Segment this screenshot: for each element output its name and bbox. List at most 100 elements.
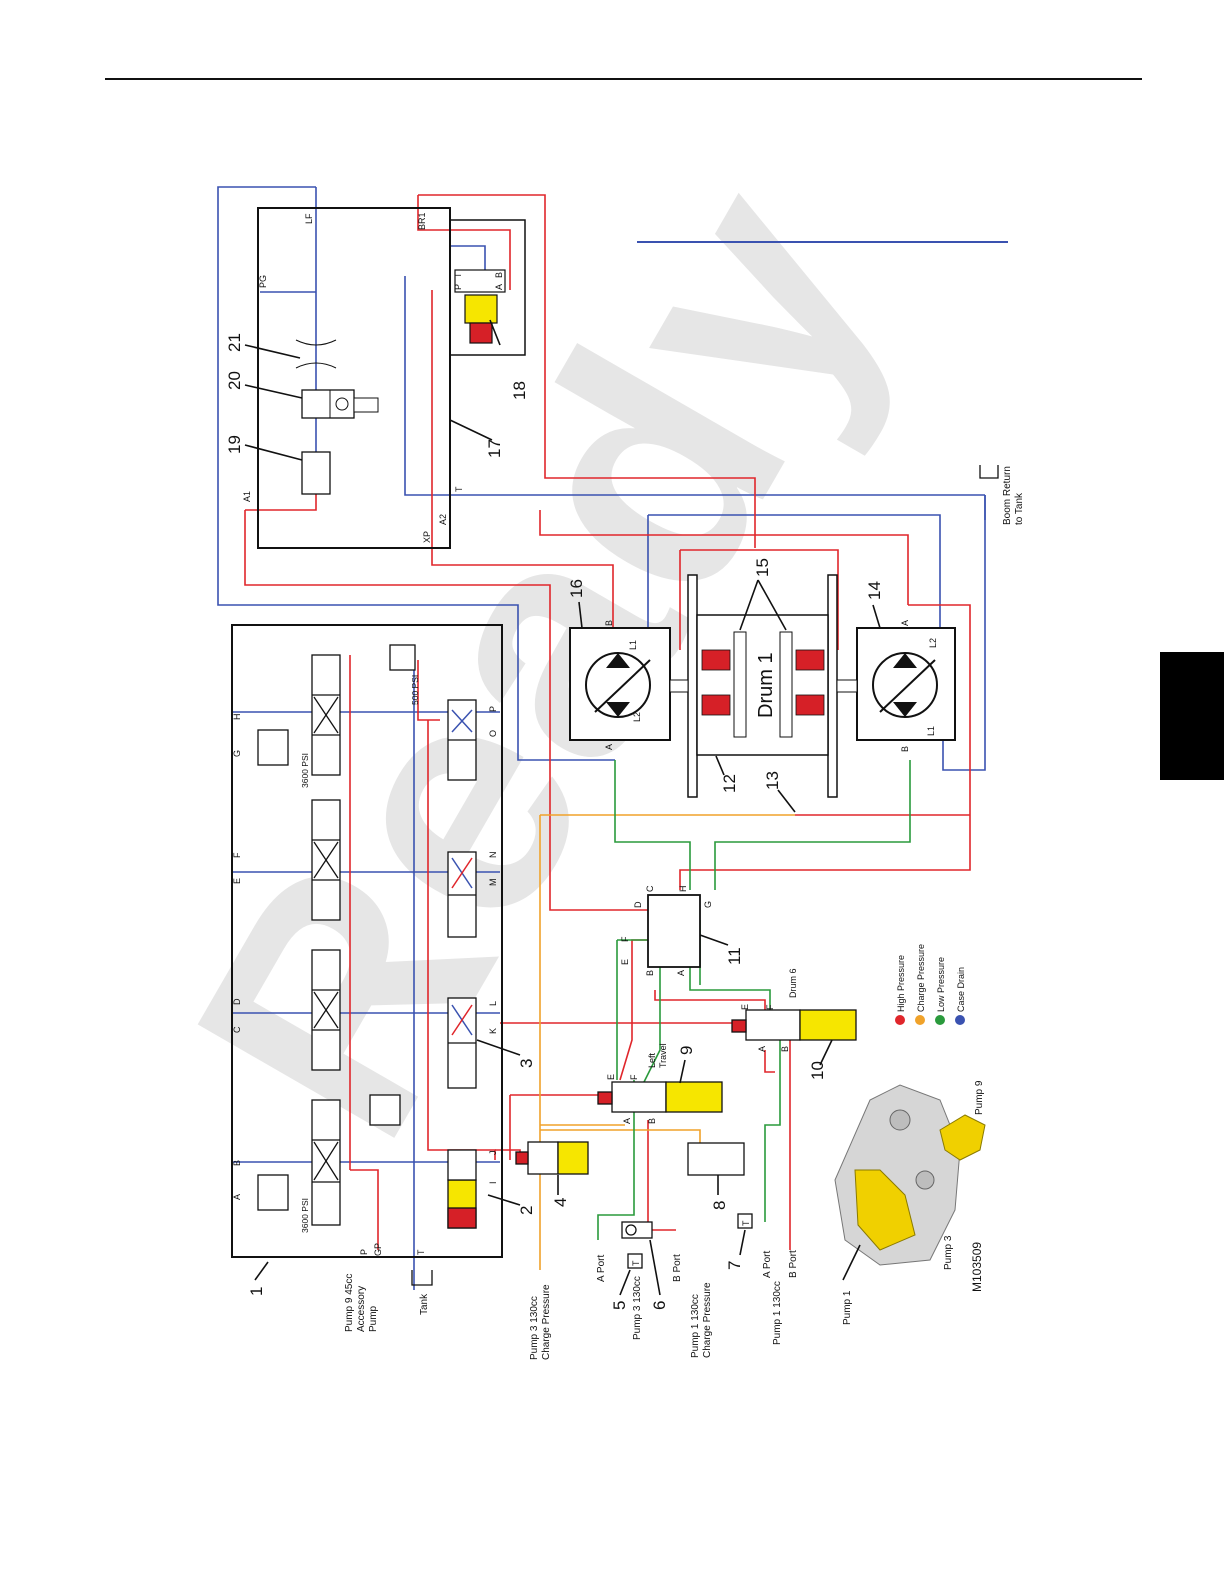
v10-port-B: B: [780, 1046, 790, 1052]
m11-port-A: A: [676, 970, 686, 976]
m11-port-C: C: [645, 885, 655, 892]
v9-port-F: F: [629, 1074, 639, 1080]
callout-21: 21: [225, 333, 244, 352]
valve18-port-T: T: [453, 272, 463, 278]
v9-port-E: E: [606, 1074, 616, 1080]
callout-10: 10: [808, 1061, 827, 1080]
header-rule: [105, 78, 1142, 80]
callout-15: 15: [753, 558, 772, 577]
callout-2: 2: [517, 1206, 536, 1215]
m11-port-G: G: [703, 901, 713, 908]
port-M: M: [488, 879, 498, 887]
relief-3600-upper: 3600 PSI: [300, 753, 310, 788]
callout-1: 1: [247, 1287, 266, 1296]
callout-3: 3: [517, 1059, 536, 1068]
brake-port-XP: XP: [422, 531, 432, 543]
m11-port-D: D: [633, 901, 643, 908]
port-F: F: [232, 852, 242, 858]
callout-7: 7: [725, 1261, 744, 1270]
callout-17: 17: [485, 439, 504, 458]
a-port-left: A Port: [596, 1255, 607, 1282]
brake-port-PG: PG: [258, 275, 268, 288]
drum-label: Drum 1: [755, 652, 777, 718]
pump9-label-1: Pump 9 45cc: [344, 1274, 355, 1332]
auxiliary-valves: [411, 465, 999, 1286]
port-GP: GP: [373, 1243, 383, 1256]
v10-drum6: Drum 6: [788, 968, 798, 998]
m11-port-B: B: [645, 970, 655, 976]
port-P-in: P: [359, 1249, 369, 1255]
legend-low: Low Pressure: [936, 957, 946, 1012]
relief-500: 500 PSI: [410, 675, 420, 705]
port-E: E: [232, 878, 242, 884]
pump1-charge-1: Pump 1 130cc: [690, 1294, 701, 1358]
v10-port-F: F: [765, 1004, 775, 1010]
v9-travel: Travel: [658, 1043, 668, 1068]
port-I: I: [488, 1181, 498, 1184]
photo-pump1: Pump 1: [842, 1290, 853, 1325]
brake-port-A1: A1: [242, 491, 252, 502]
valve18-port-P: P: [453, 284, 463, 290]
port-B: B: [232, 1160, 242, 1166]
callout-8: 8: [710, 1201, 729, 1210]
port-H: H: [232, 714, 242, 721]
drum-assembly: [569, 574, 956, 798]
photo-pump9: Pump 9: [974, 1080, 985, 1115]
callout-19: 19: [225, 435, 244, 454]
charge-pressure-lines: [539, 814, 795, 1270]
motor16-port-L2: L2: [632, 712, 642, 722]
valve18-port-B: B: [494, 272, 504, 278]
pump9-label-3: Pump: [368, 1305, 379, 1332]
m11-port-F: F: [620, 936, 630, 942]
brake-port-A2: A2: [438, 514, 448, 525]
leader-lines: [244, 319, 881, 1296]
legend-drain: Case Drain: [956, 967, 966, 1012]
motor16-port-A: A: [604, 744, 614, 750]
v10-port-E: E: [740, 1004, 750, 1010]
legend-high: High Pressure: [896, 955, 906, 1012]
port-G: G: [232, 750, 242, 757]
a-port-right: A Port: [762, 1251, 773, 1278]
pump3-charge-1: Pump 3 130cc: [529, 1296, 540, 1360]
pump9-label-2: Accessory: [356, 1286, 367, 1332]
motor16-port-B: B: [604, 620, 614, 626]
port-K: K: [488, 1028, 498, 1034]
callout-13: 13: [763, 771, 782, 790]
valve18-port-A: A: [494, 284, 504, 290]
brake-port-T: T: [454, 486, 464, 492]
brake-manifold: [257, 207, 526, 549]
port-C: C: [232, 1026, 242, 1033]
pump3-charge-2: Charge Pressure: [541, 1284, 552, 1360]
callout-16: 16: [567, 579, 586, 598]
motor14-port-B: B: [900, 746, 910, 752]
pump3-label: Pump 3 130cc: [632, 1276, 643, 1340]
v9-left: Left: [647, 1052, 657, 1068]
motor14-port-A: A: [900, 620, 910, 626]
port-L: L: [488, 1001, 498, 1006]
callout-5: 5: [610, 1301, 629, 1310]
legend-charge: Charge Pressure: [916, 944, 926, 1012]
port-T: T: [416, 1249, 426, 1255]
t7-label: T: [741, 1220, 751, 1226]
callout-9: 9: [677, 1046, 696, 1055]
boom-return-2: to Tank: [1014, 492, 1025, 525]
tank-label: Tank: [419, 1293, 430, 1315]
callout-6: 6: [650, 1301, 669, 1310]
boom-return-1: Boom Return: [1002, 466, 1013, 525]
callout-20: 20: [225, 371, 244, 390]
callout-14: 14: [865, 581, 884, 600]
legend-dots: [895, 1015, 965, 1025]
v10-port-A: A: [757, 1046, 767, 1052]
v9-port-A: A: [622, 1118, 632, 1124]
photo-pump3: Pump 3: [943, 1235, 954, 1270]
callout-12: 12: [720, 774, 739, 793]
port-P: P: [488, 706, 498, 712]
section-tab: [1160, 652, 1224, 780]
b-port-left: B Port: [672, 1254, 683, 1282]
t5-label: T: [631, 1260, 641, 1266]
m11-port-H: H: [678, 886, 688, 893]
v9-port-B: B: [647, 1118, 657, 1124]
main-valve-bank: [231, 624, 503, 1258]
motor16-port-L1: L1: [628, 640, 638, 650]
